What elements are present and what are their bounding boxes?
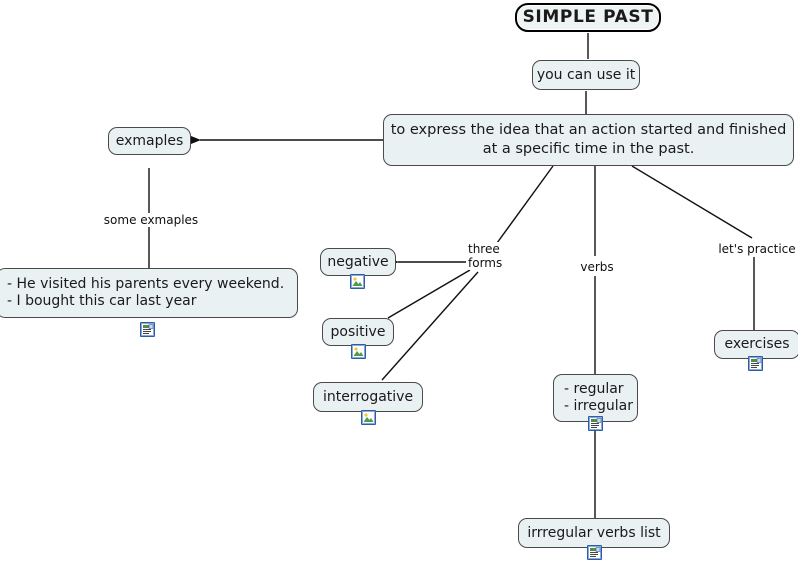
node-label: to express the idea that an action start… [390,122,787,157]
node-label: - He visited his parents every weekend. … [7,276,285,309]
node-label: exmaples [115,132,184,149]
node-statement[interactable]: to express the idea that an action start… [383,114,794,166]
node-label: positive [330,323,386,340]
link-label-some-exmaples: some exmaples [100,213,202,227]
image-icon[interactable] [351,344,366,359]
node-exercises[interactable]: exercises [714,330,798,359]
node-label: exercises [724,336,790,352]
link-label-three-forms: three forms [466,242,514,270]
node-examples-list[interactable]: - He visited his parents every weekend. … [0,268,298,318]
node-interrogative[interactable]: interrogative [313,382,423,412]
node-you-can-use-it[interactable]: you can use it [532,60,640,90]
document-icon[interactable] [588,416,603,431]
link-label-verbs: verbs [573,260,621,274]
document-icon[interactable] [587,545,602,560]
node-negative[interactable]: negative [320,248,396,276]
document-icon[interactable] [140,322,155,337]
link-label-lets-practice: let's practice [712,242,798,256]
image-icon[interactable] [350,274,365,289]
node-label: irrregular verbs list [527,524,661,541]
node-label: SIMPLE PAST [522,7,654,27]
node-label: you can use it [536,66,636,83]
node-exmaples[interactable]: exmaples [108,127,191,155]
node-simple-past[interactable]: SIMPLE PAST [515,3,661,32]
node-irregular-verbs-list[interactable]: irrregular verbs list [518,518,670,548]
image-icon[interactable] [361,410,376,425]
node-positive[interactable]: positive [322,318,394,346]
node-regular-irregular[interactable]: - regular - irregular [553,374,638,422]
node-label: interrogative [322,388,414,405]
node-label: negative [327,253,389,270]
node-label: - regular - irregular [564,381,633,414]
document-icon[interactable] [748,356,763,371]
